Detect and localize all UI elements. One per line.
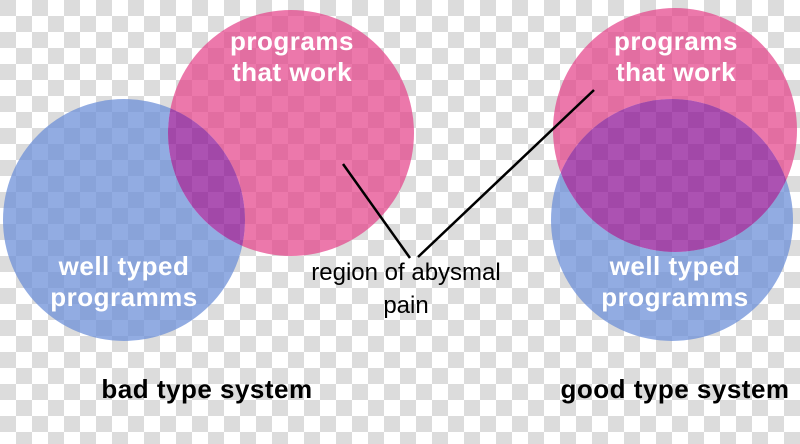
bad-type-system-caption: bad type system bbox=[101, 374, 313, 404]
good-type-system-caption: good type system bbox=[560, 374, 790, 404]
bad-blue-circle-label: well typed programms bbox=[50, 251, 198, 313]
abysmal-pain-annotation: region of abysmal pain bbox=[311, 256, 500, 322]
bad-blue-label-line2: programms bbox=[50, 282, 198, 312]
good-blue-label-line1: well typed bbox=[609, 251, 741, 281]
good-pink-label-line1: programs bbox=[614, 26, 738, 56]
bad-blue-label-line1: well typed bbox=[58, 251, 190, 281]
bad-overlap-region bbox=[168, 99, 245, 256]
pointer-line-to-good-overlap bbox=[417, 89, 595, 258]
bad-pink-label-line1: programs bbox=[230, 26, 354, 56]
good-blue-circle-label: well typed programms bbox=[601, 251, 749, 313]
annotation-line2: pain bbox=[383, 292, 429, 319]
annotation-line1: region of abysmal bbox=[311, 259, 501, 286]
good-pink-label-line2: that work bbox=[615, 57, 737, 87]
bad-pink-circle-label: programs that work bbox=[230, 26, 354, 88]
good-blue-label-line2: programms bbox=[601, 282, 749, 312]
good-pink-circle-label: programs that work bbox=[614, 26, 738, 88]
good-overlap-region bbox=[553, 99, 793, 252]
pointer-line-to-bad-overlap bbox=[341, 163, 412, 259]
bad-pink-label-line2: that work bbox=[231, 57, 353, 87]
